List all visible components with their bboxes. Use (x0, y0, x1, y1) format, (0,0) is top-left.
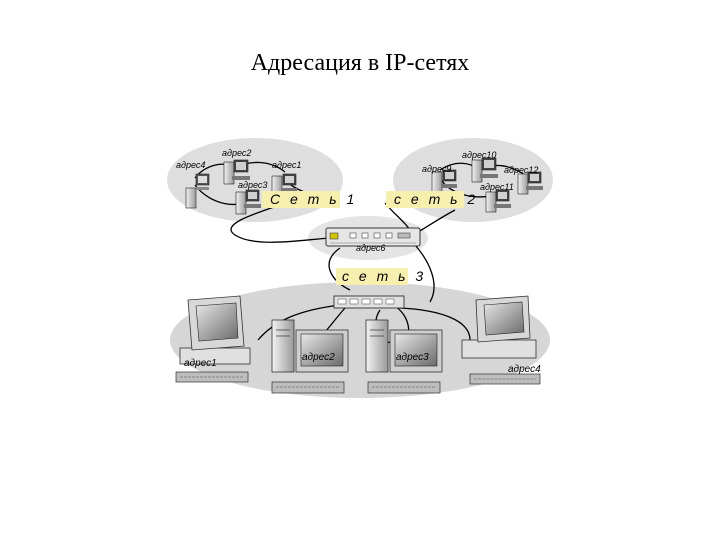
computer-n2-a12 (517, 171, 543, 195)
computer-n1-a4 (185, 173, 210, 209)
network-1-label: С е т ь 1 (270, 191, 357, 207)
address-label-n2-a10: адрес10 (462, 150, 496, 160)
address-label-n2-a9: адрес9 (422, 164, 451, 174)
address-label-n1-a3: адрес3 (238, 180, 267, 190)
hub (333, 295, 405, 309)
address-label-n3-a4: адрес4 (508, 364, 541, 375)
computer-n1-a2 (223, 159, 250, 185)
computer-n3-a3 (365, 319, 443, 394)
address-label-n1-a4: адрес4 (176, 160, 205, 170)
network-2-label: с е т ь 2 (394, 191, 478, 207)
network-3-label: с е т ь 3 (342, 268, 426, 284)
slide-title: Адресация в IP-сетях (250, 50, 470, 76)
computer-n3-a2 (271, 319, 349, 394)
network-3-label-box (336, 268, 408, 285)
address-label-n3-a1: адрес1 (184, 358, 217, 369)
address-label-router: адрес6 (356, 243, 385, 253)
address-label-n2-a11: адрес11 (480, 182, 514, 192)
computer-n3-a1 (175, 295, 251, 383)
network-1-label-box (262, 191, 340, 208)
address-label-n1-a2: адрес2 (222, 148, 251, 158)
computer-n2-a10 (485, 189, 511, 213)
computer-n2-a11 (471, 157, 498, 183)
computer-n1-a3 (235, 189, 261, 215)
address-label-n2-a12: адрес12 (504, 165, 538, 175)
router (325, 227, 421, 247)
address-label-n3-a2: адрес2 (302, 352, 335, 363)
computer-n2-a9 (431, 169, 457, 193)
computer-n3-a4 (461, 295, 541, 385)
address-label-n3-a3: адрес3 (396, 352, 429, 363)
network-3-cloud (170, 282, 550, 398)
network-2-label-box (386, 191, 464, 208)
address-label-n1-a1: адрес1 (272, 160, 301, 170)
